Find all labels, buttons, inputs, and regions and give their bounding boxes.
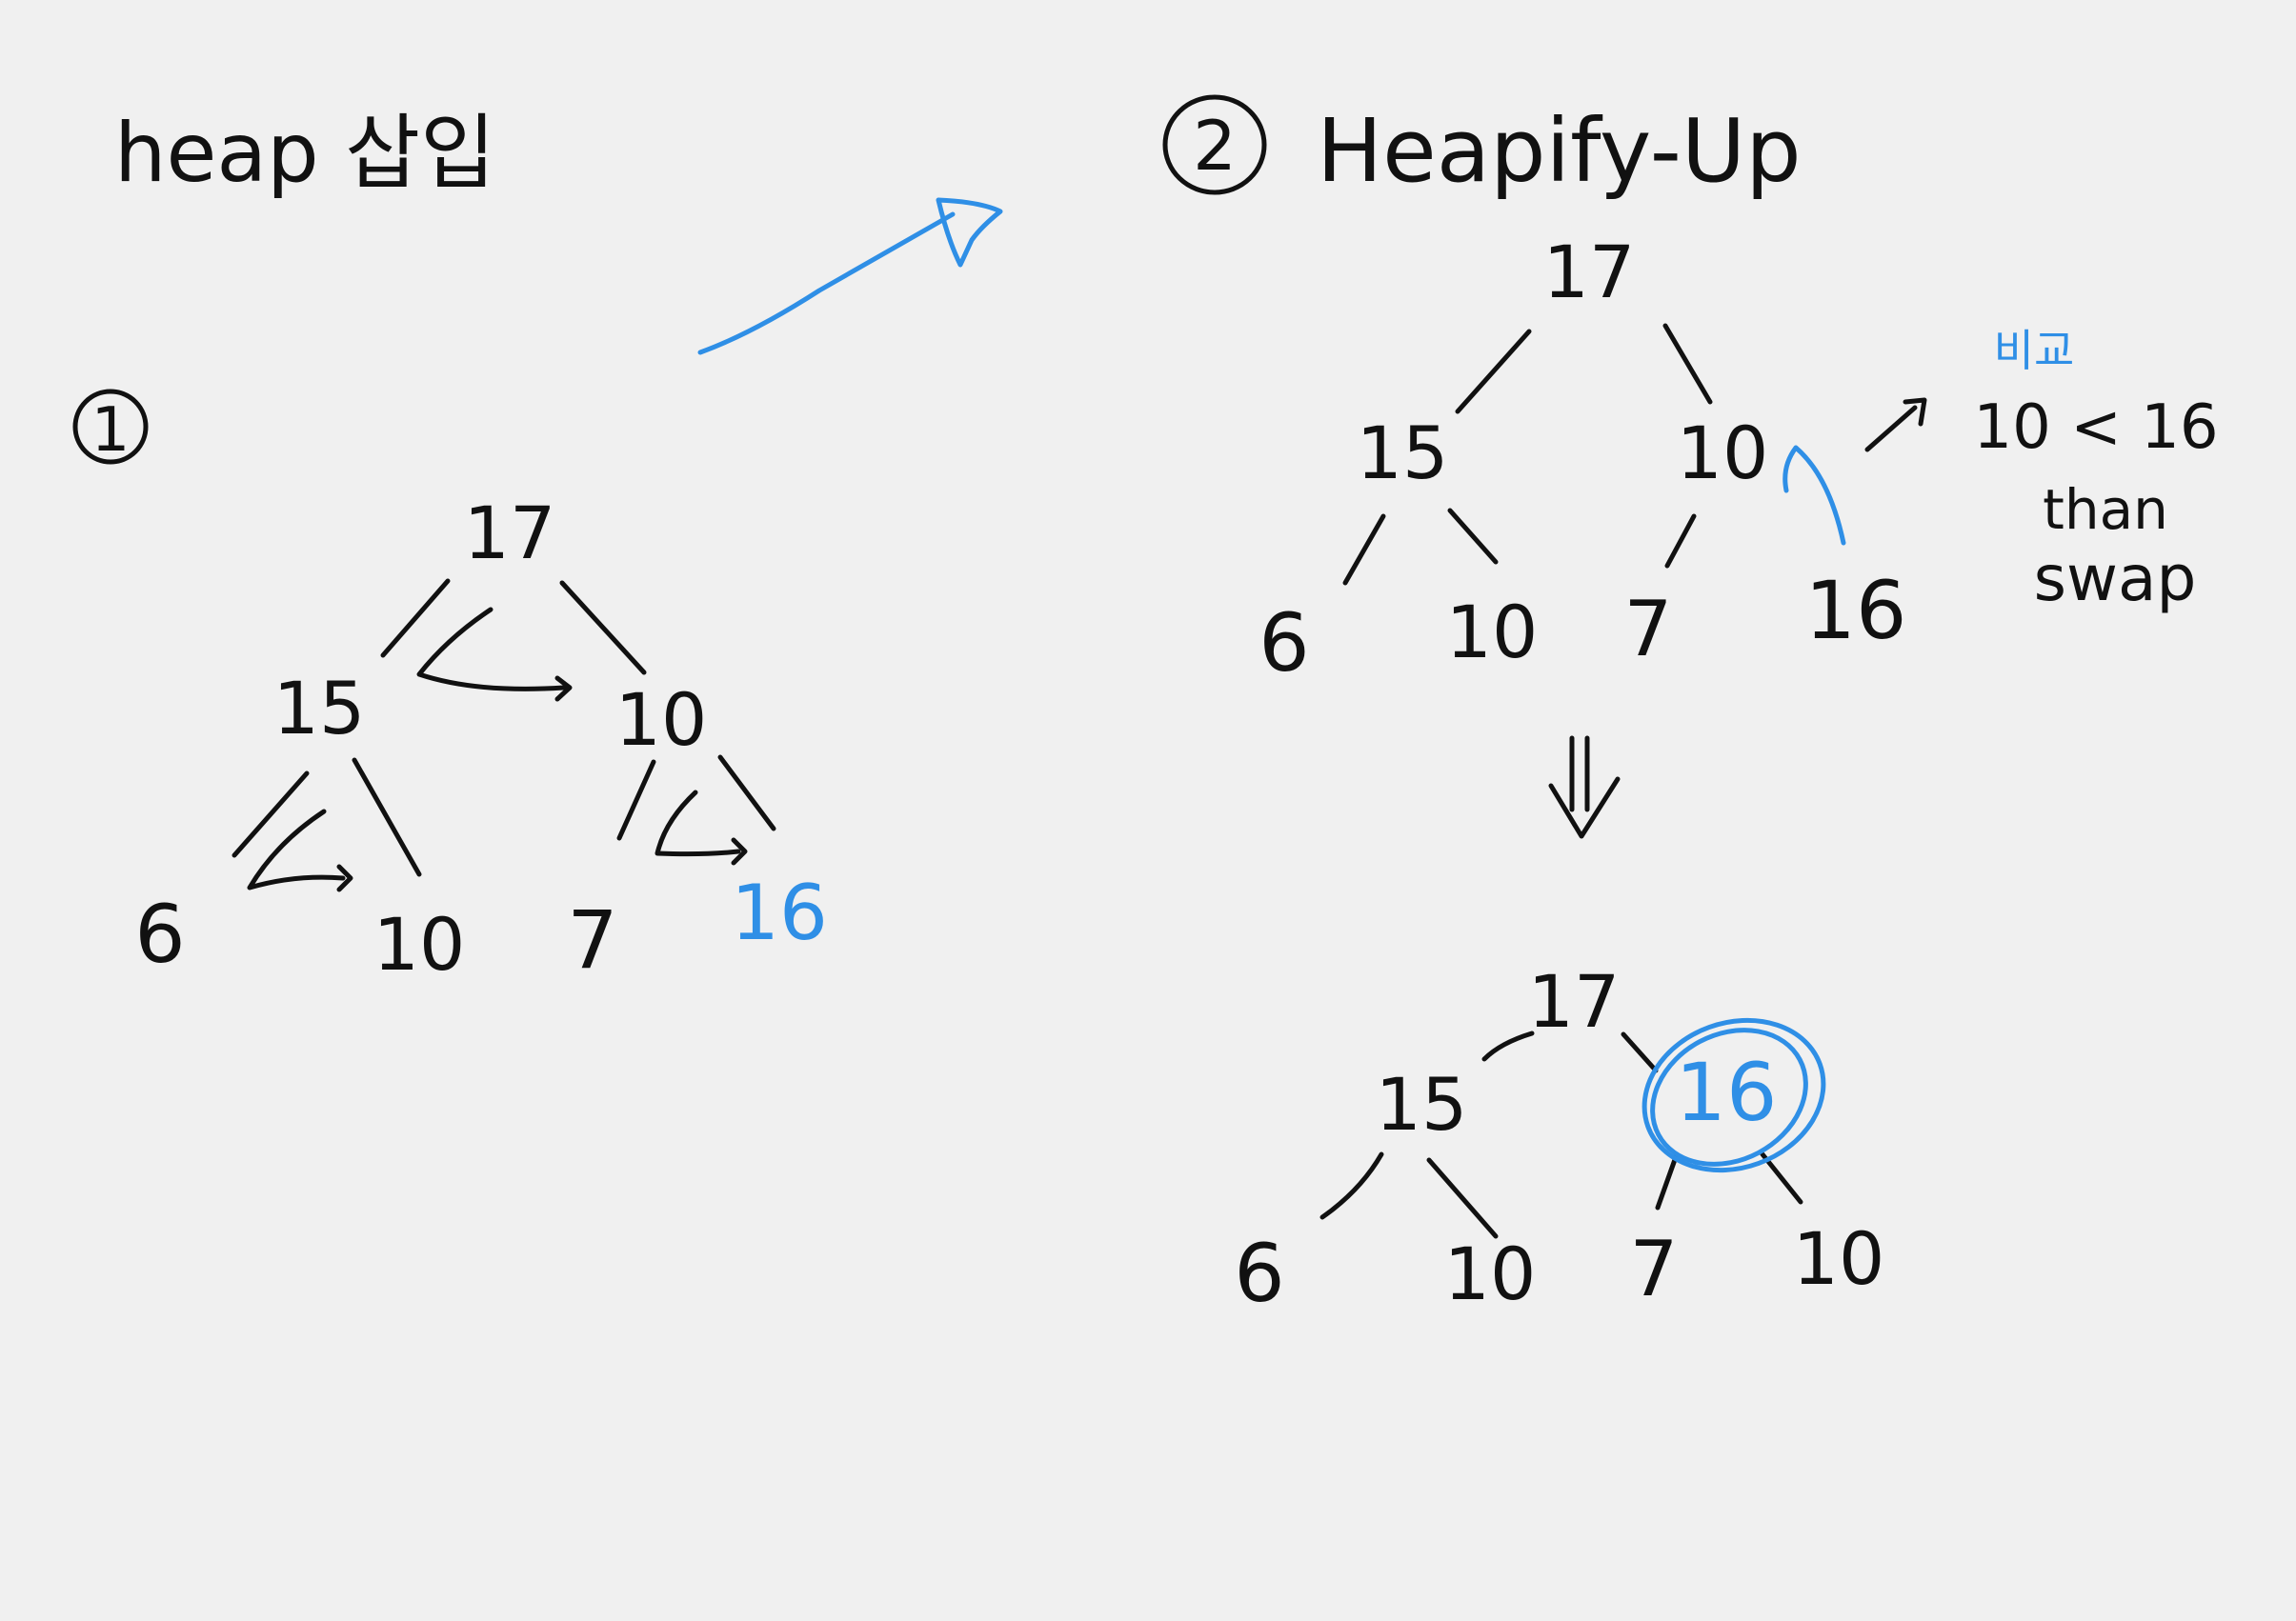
- step1-edge-right-left: [616, 759, 656, 841]
- step2-before-edge-right-left: [1664, 513, 1697, 569]
- step1-order-arrow-1: [416, 607, 567, 691]
- step2-after-right: 16: [1676, 1046, 1778, 1139]
- step2-swap-hint: [1782, 445, 1846, 546]
- transition-arrow: [697, 211, 956, 355]
- step2-after-edge-right-left: [1655, 1151, 1680, 1211]
- step1-order-arrow-2: [247, 809, 346, 891]
- step1-order-arrow-3: [655, 790, 741, 857]
- step2-number: 2: [1193, 106, 1237, 186]
- step1-number: 1: [91, 395, 131, 466]
- step1-node-inserted: 16: [731, 869, 828, 957]
- step2-heading: Heapify-Up: [1317, 100, 1802, 202]
- note-comparison: 10 < 16: [1973, 392, 2218, 463]
- step1-node-lr: 10: [373, 902, 466, 987]
- step2-after-edge-root-left: [1481, 1031, 1535, 1062]
- step2-section: 2 Heapify-Up 17 15 10 6 10 7 16 비교 10 < …: [1162, 94, 2219, 1320]
- step1-section: 1 17 15 10 6 10 7 16: [72, 389, 828, 987]
- step2-after-left: 15: [1376, 1062, 1468, 1147]
- step2-after-edge-left-right: [1426, 1157, 1499, 1239]
- step2-before-lr: 10: [1446, 590, 1539, 674]
- step1-node-right: 10: [615, 677, 708, 762]
- step1-edge-root-right: [559, 580, 647, 675]
- step2-before-left: 15: [1357, 410, 1449, 495]
- step1-edge-left-right: [352, 757, 422, 877]
- step1-node-ll: 6: [134, 888, 185, 981]
- swapped-node-highlight-inner: [1650, 1028, 1808, 1167]
- step2-after-root: 17: [1528, 959, 1621, 1044]
- step1-edge-left-left: [232, 770, 310, 858]
- step2-after-edge-right-right: [1760, 1151, 1803, 1205]
- step2-before-edge-left-right: [1447, 508, 1499, 565]
- step2-after-ll: 6: [1234, 1227, 1284, 1320]
- step2-after-edge-left-left: [1319, 1151, 1384, 1220]
- step2-after-lr: 10: [1444, 1231, 1537, 1316]
- step1-node-left: 15: [273, 666, 366, 750]
- step2-before-edge-root-left: [1455, 329, 1532, 414]
- page-title: heap 삽입: [114, 106, 495, 201]
- step2-after-edge-root-right: [1621, 1031, 1659, 1073]
- step2-before-edge-left-left: [1342, 513, 1386, 586]
- step1-node-root: 17: [464, 490, 556, 575]
- note-line3: swap: [2034, 542, 2197, 615]
- step2-after-rr: 10: [1793, 1216, 1885, 1301]
- step2-before-rr: 16: [1805, 564, 1907, 657]
- step1-order-arrowhead-2: [336, 864, 353, 892]
- step2-before-right: 10: [1677, 410, 1769, 495]
- step1-order-arrowhead-1: [554, 675, 573, 702]
- note-line2: than: [2043, 477, 2168, 542]
- compare-arrow: [1864, 405, 1918, 452]
- step2-before-root: 17: [1543, 230, 1636, 314]
- step1-order-arrowhead-3: [731, 837, 748, 866]
- step2-number-circle: [1162, 94, 1267, 195]
- step2-after-rl: 7: [1630, 1225, 1679, 1313]
- step1-edge-right-right: [717, 754, 776, 831]
- step2-before-rl: 7: [1624, 585, 1673, 673]
- step2-before-ll: 6: [1259, 596, 1309, 690]
- step1-number-circle: [72, 389, 149, 465]
- step1-node-rl: 7: [567, 893, 617, 987]
- step1-edge-root-left: [380, 578, 451, 658]
- transition-arrowhead: [936, 197, 1003, 268]
- note-label: 비교: [1994, 325, 2075, 376]
- down-arrow-head: [1548, 776, 1621, 839]
- compare-arrowhead: [1903, 397, 1927, 427]
- step2-before-edge-root-right: [1662, 323, 1713, 405]
- swapped-node-highlight-outer: [1641, 1017, 1826, 1173]
